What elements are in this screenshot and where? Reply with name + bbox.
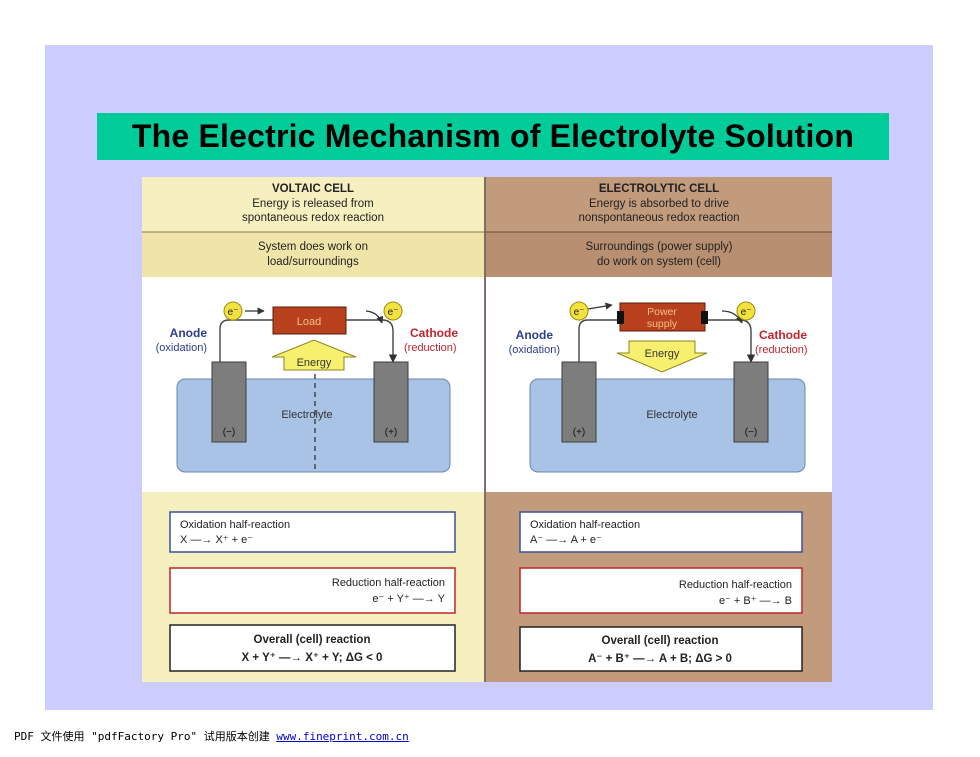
voltaic-electron-left-label: e⁻ [228,307,239,318]
electrolytic-electron-left [569,301,589,321]
voltaic-overall-label: Overall (cell) reaction [254,634,371,646]
electrolytic-overall-box [519,626,803,672]
power-supply-label-2: supply [647,318,678,330]
voltaic-oxidation-eq: X —→ X⁺ + e⁻ [180,534,253,546]
electrolytic-reduction-eq: e⁻ + B⁺ —→ B [719,595,792,607]
electrolytic-energy-label: Energy [645,348,680,360]
electrolytic-oxidation-eq: A⁻ —→ A + e⁻ [530,534,602,546]
voltaic-electrolyte-label: Electrolyte [281,409,332,421]
electrolytic-energy-arrow [616,340,708,373]
electrolytic-anode-electrode [561,361,597,443]
electrolytic-work-1: Surroundings (power supply) [585,241,732,253]
voltaic-subtitle-2: spontaneous redox reaction [242,212,384,224]
electrolytic-electrolyte-label: Electrolyte [646,409,697,421]
electrolytic-heading: ELECTROLYTIC CELL [599,183,719,195]
electrolytic-cell-panel: ELECTROLYTIC CELL Energy is absorbed to … [486,177,832,682]
voltaic-anode-sign: (−) [223,427,236,438]
electrolytic-anode-label: Anode [516,328,554,342]
voltaic-energy-arrow [271,339,357,371]
electrolytic-subtitle-2: nonspontaneous redox reaction [578,212,739,224]
voltaic-load-box [272,306,347,335]
title-banner: The Electric Mechanism of Electrolyte So… [97,113,889,160]
slide-title: The Electric Mechanism of Electrolyte So… [131,118,855,154]
electrolytic-cathode-sign: (−) [745,427,758,438]
voltaic-electron-left [223,301,243,321]
voltaic-cathode-sign: (+) [385,427,398,438]
electrolytic-reduction-label: Reduction half-reaction [679,579,792,591]
electrolytic-electron-left-label: e⁻ [574,307,585,318]
electrolytic-oxidation-box [519,511,803,553]
electrolytic-anode-sign: (+) [573,427,586,438]
electrolytic-overall-label: Overall (cell) reaction [602,635,719,647]
voltaic-work-1: System does work on [258,241,368,253]
voltaic-energy-label: Energy [297,357,332,369]
electrolytic-electron-right-label: e⁻ [741,307,752,318]
electrolytic-oxidation-label: Oxidation half-reaction [530,519,640,531]
pdf-footer: PDF 文件使用 "pdfFactory Pro" 试用版本创建 www.fin… [14,728,409,744]
voltaic-work-2: load/surroundings [267,256,359,268]
electrolytic-reduction-box [519,567,803,614]
voltaic-cell-panel: VOLTAIC CELL Energy is released from spo… [142,177,485,682]
footer-link[interactable]: www.fineprint.com.cn [276,730,409,743]
voltaic-cathode-label: Cathode [410,326,458,340]
voltaic-heading: VOLTAIC CELL [272,183,354,195]
voltaic-overall-box [169,624,456,672]
voltaic-anode-electrode [211,361,247,443]
electrolytic-subtitle-1: Energy is absorbed to drive [589,198,729,210]
voltaic-oxidation-label: Oxidation half-reaction [180,519,290,531]
electrolytic-electron-right [736,301,756,321]
voltaic-load-label: Load [297,316,321,328]
voltaic-subtitle-1: Energy is released from [252,198,373,210]
electrolytic-cathode-sub: (reduction) [755,344,808,356]
footer-text: PDF 文件使用 "pdfFactory Pro" 试用版本创建 [14,730,277,743]
voltaic-cathode-sub: (reduction) [404,342,457,354]
voltaic-anode-label: Anode [170,326,208,340]
voltaic-electron-right-label: e⁻ [388,307,399,318]
voltaic-electron-right [383,301,403,321]
electrolytic-anode-sub: (oxidation) [509,344,560,356]
voltaic-overall-eq: X + Y⁺ —→ X⁺ + Y; ΔG < 0 [242,652,383,664]
cell-diagram: VOLTAIC CELL Energy is released from spo… [142,177,832,682]
electrolytic-work-2: do work on system (cell) [597,256,721,268]
voltaic-reduction-box [169,567,456,614]
electrolytic-overall-eq: A⁻ + B⁺ —→ A + B; ΔG > 0 [588,653,732,665]
voltaic-oxidation-box [169,511,456,553]
electrolytic-cathode-label: Cathode [759,328,807,342]
electrolytic-cathode-electrode [733,361,769,443]
voltaic-cathode-electrode [373,361,409,443]
power-supply-label-1: Power [647,306,677,318]
voltaic-anode-sub: (oxidation) [156,342,207,354]
voltaic-reduction-eq: e⁻ + Y⁺ —→ Y [372,593,445,605]
voltaic-reduction-label: Reduction half-reaction [332,577,445,589]
